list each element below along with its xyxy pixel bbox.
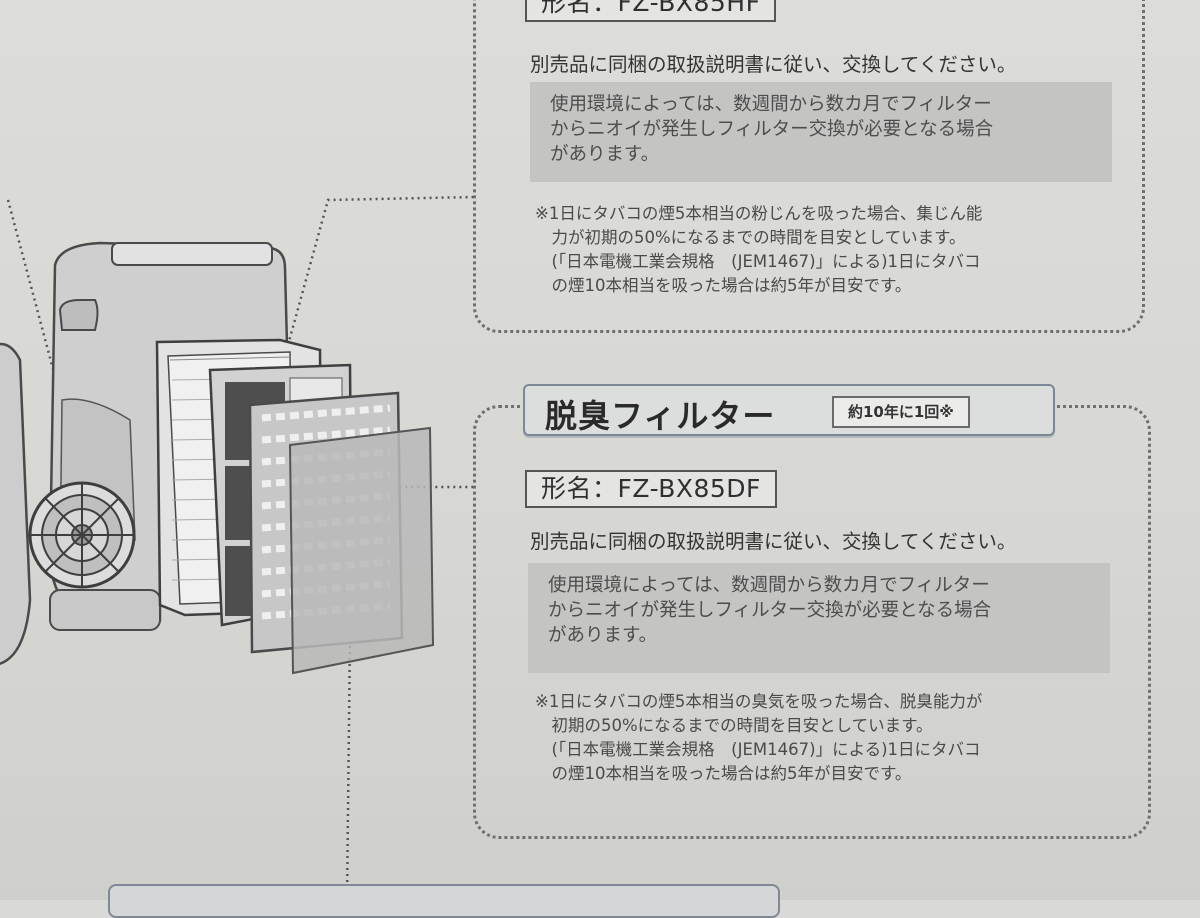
deodorizing-model-number: 形名：FZ-BX85DF [525, 470, 777, 508]
front-sheet [288, 426, 435, 675]
next-section-header [108, 884, 780, 918]
hepa-footnote: ※1日にタバコの煙5本相当の粉じんを吸った場合、集じん能 力が初期の50%になる… [535, 204, 983, 295]
deodorizing-header: 脱臭フィルター 約10年に1回※ [523, 384, 1055, 436]
deodorizing-note: 使用環境によっては、数週間から数カ月でフィルター からニオイが発生しフィルター交… [528, 563, 1110, 673]
leader-line-bottom [345, 633, 352, 900]
deodorizing-footnote: ※1日にタバコの煙5本相当の臭気を吸った場合、脱臭能力が 初期の50%になるまで… [535, 692, 983, 783]
round-fan-filter [28, 481, 136, 589]
leader-line-deodorizing [328, 392, 473, 489]
leader-line-hepa [286, 195, 476, 346]
hepa-model-number: 形名：FZ-BX85HF [525, 0, 777, 22]
hepa-section-box [473, 0, 1145, 333]
deodorizing-instruction: 別売品に同梱の取扱説明書に従い、交換してください。 [530, 530, 1017, 553]
hepa-instruction: 別売品に同梱の取扱説明書に従い、交換してください。 [530, 53, 1017, 76]
front-panel [0, 342, 32, 665]
hepa-note: 使用環境によっては、数週間から数カ月でフィルター からニオイが発生しフィルター交… [530, 82, 1112, 182]
deodorizing-title: 脱臭フィルター [545, 397, 776, 435]
replacement-frequency-badge: 約10年に1回※ [832, 396, 970, 428]
